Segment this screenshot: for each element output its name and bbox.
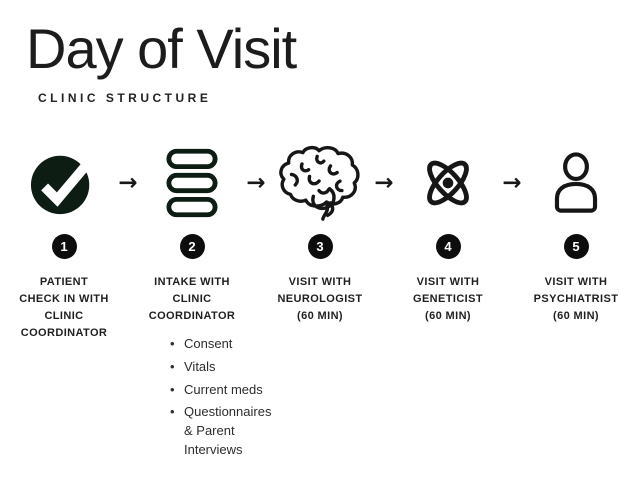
step-number-badge: 1	[51, 233, 77, 259]
step-label: VISIT WITH NEUROLOGIST (60 MIN)	[277, 275, 363, 322]
list-bars-icon	[166, 145, 218, 221]
step-neurologist: 3 VISIT WITH NEUROLOGIST (60 MIN)	[266, 145, 374, 325]
step-number-badge: 4	[435, 233, 461, 259]
step-label: INTAKE WITH CLINIC COORDINATOR	[148, 275, 236, 322]
clinic-flow: 1 PATIENT CHECK IN WITH CLINIC COORDINAT…	[0, 145, 640, 464]
intake-checklist-item: Vitals	[168, 358, 280, 377]
check-circle-icon	[30, 145, 98, 221]
arrow-right-icon: →	[118, 169, 138, 196]
arrow-right-icon: →	[246, 169, 266, 196]
step-psychiatrist: 5 VISIT WITH PSYCHIATRIST (60 MIN)	[522, 145, 630, 325]
page-title: Day of Visit	[26, 17, 297, 80]
atom-icon	[419, 145, 477, 221]
brain-icon	[277, 145, 363, 221]
person-icon	[547, 145, 605, 221]
step-number-badge: 2	[179, 233, 205, 259]
intake-checklist: Consent Vitals Current meds Questionnair…	[168, 335, 280, 464]
step-number-badge: 3	[307, 233, 333, 259]
step-geneticist: 4 VISIT WITH GENETICIST (60 MIN)	[394, 145, 502, 325]
step-intake: 2 INTAKE WITH CLINIC COORDINATOR Consent…	[138, 145, 271, 464]
intake-checklist-item: Consent	[168, 335, 280, 354]
step-number-badge: 5	[563, 233, 589, 259]
step-label: VISIT WITH GENETICIST (60 MIN)	[412, 275, 483, 322]
arrow-right-icon: →	[374, 169, 394, 196]
arrow-right-icon: →	[502, 169, 522, 196]
day-of-visit-infographic: Day of Visit CLINIC STRUCTURE 1 PATIENT …	[0, 17, 640, 500]
step-label: PATIENT CHECK IN WITH CLINIC COORDINATOR	[19, 275, 109, 339]
page-subtitle: CLINIC STRUCTURE	[38, 90, 212, 105]
intake-checklist-item: Current meds	[168, 381, 280, 400]
intake-checklist-item: Questionnaires & Parent Interviews	[168, 403, 280, 460]
step-patient-check-in: 1 PATIENT CHECK IN WITH CLINIC COORDINAT…	[10, 145, 118, 342]
step-label: VISIT WITH PSYCHIATRIST (60 MIN)	[533, 275, 619, 322]
